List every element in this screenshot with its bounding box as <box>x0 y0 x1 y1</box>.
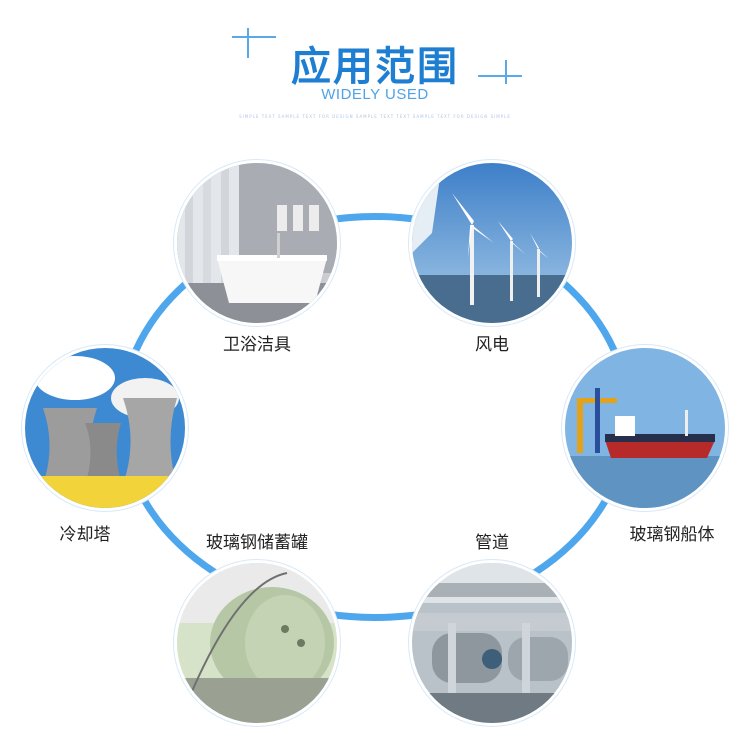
title-deco-horizontal-right <box>478 75 522 77</box>
application-label-cooling-tower: 冷却塔 <box>59 525 111 545</box>
application-label-ship-hull: 玻璃钢船体 <box>629 525 715 545</box>
storage-tank-photo <box>177 563 337 723</box>
wind-turbine-photo <box>412 163 572 323</box>
page-title: 应用范围 <box>291 44 459 90</box>
pipeline-photo <box>412 563 572 723</box>
title-deco-vertical-right <box>505 60 507 84</box>
page-subtitle: WIDELY USED <box>321 86 429 103</box>
cooling-tower-photo <box>25 348 185 508</box>
application-label-bathroom: 卫浴洁具 <box>223 335 291 355</box>
application-label-pipeline: 管道 <box>475 533 509 553</box>
application-label-wind-power: 风电 <box>475 335 509 355</box>
decorative-micro-text: SIMPLE TEXT SAMPLE TEXT FOR DESIGN SAMPL… <box>239 114 511 119</box>
ship-photo <box>565 348 725 508</box>
title-deco-vertical-left <box>247 28 249 58</box>
application-label-storage-tank: 玻璃钢储蓄罐 <box>206 533 308 553</box>
bathtub-photo <box>177 163 337 323</box>
title-deco-horizontal-left <box>232 36 276 38</box>
